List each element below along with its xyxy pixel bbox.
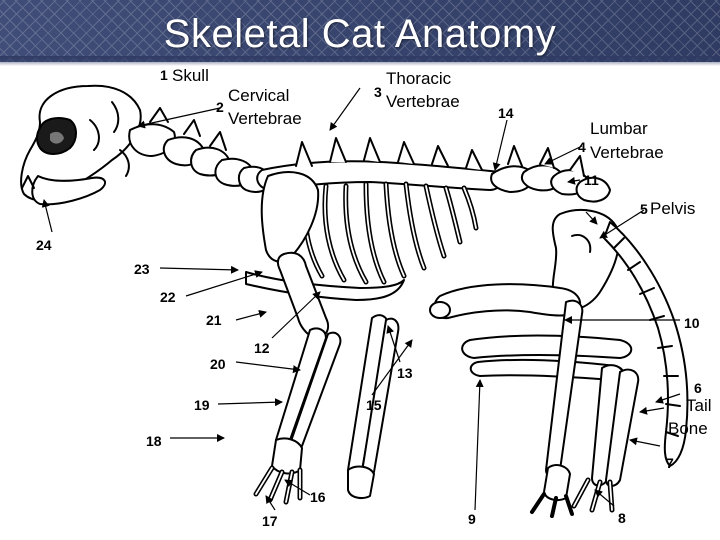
number-17: 17 xyxy=(262,513,278,529)
number-8: 8 xyxy=(618,510,626,526)
label-cervical-line1: Cervical xyxy=(228,86,289,105)
femur-bone xyxy=(433,283,581,320)
number-1: 1 xyxy=(160,67,168,83)
labels: Skull Cervical Vertebrae Thoracic Verteb… xyxy=(36,66,712,529)
patella-bone xyxy=(429,301,451,319)
number-2: 2 xyxy=(216,99,224,115)
number-6: 6 xyxy=(694,380,702,396)
skeleton-drawing xyxy=(20,84,689,518)
leader-lines xyxy=(41,87,681,511)
number-10: 10 xyxy=(684,315,700,331)
number-24: 24 xyxy=(36,237,52,253)
tibia-fibula-bones xyxy=(461,334,633,381)
number-19: 19 xyxy=(194,397,210,413)
far-hind-leg-bones xyxy=(530,299,584,518)
number-21: 21 xyxy=(206,312,222,328)
number-15: 15 xyxy=(366,397,382,413)
number-11: 11 xyxy=(584,172,599,188)
label-cervical-line2: Vertebrae xyxy=(228,109,302,128)
title-bar xyxy=(0,0,720,62)
label-lumbar-line1: Lumbar xyxy=(590,119,648,138)
number-20: 20 xyxy=(210,356,226,372)
tail-segment-lines xyxy=(613,237,681,437)
skull-bones xyxy=(20,84,142,206)
hind-foot-bones xyxy=(571,364,640,513)
number-5: 5 xyxy=(640,201,648,217)
number-12: 12 xyxy=(254,340,270,356)
cervical-vertebrae-bones xyxy=(128,107,273,193)
slide-title: Skeletal Cat Anatomy xyxy=(163,12,557,56)
number-16: 16 xyxy=(310,489,326,505)
front-paw-bones xyxy=(253,437,303,505)
number-3: 3 xyxy=(374,84,382,100)
number-18: 18 xyxy=(146,433,162,449)
title-bar-texture xyxy=(0,0,720,62)
number-22: 22 xyxy=(160,289,176,305)
number-7: 7 xyxy=(666,455,674,471)
title-bar-shadow xyxy=(0,56,720,66)
label-thoracic-line1: Thoracic xyxy=(386,69,452,88)
number-9: 9 xyxy=(468,511,476,527)
thoracic-spine-bones xyxy=(256,137,504,191)
label-thoracic-line2: Vertebrae xyxy=(386,92,460,111)
radius-ulna-bones xyxy=(275,327,342,452)
number-4: 4 xyxy=(578,139,586,155)
label-skull: Skull xyxy=(172,66,209,85)
label-pelvis: Pelvis xyxy=(650,199,695,218)
number-14: 14 xyxy=(498,105,514,121)
label-tail-line2: Bone xyxy=(668,419,708,438)
far-front-leg-bones xyxy=(347,314,400,499)
label-lumbar-line2: Vertebrae xyxy=(590,143,664,162)
number-23: 23 xyxy=(134,261,150,277)
label-tail-line1: Tail xyxy=(686,396,712,415)
number-13: 13 xyxy=(397,365,413,381)
